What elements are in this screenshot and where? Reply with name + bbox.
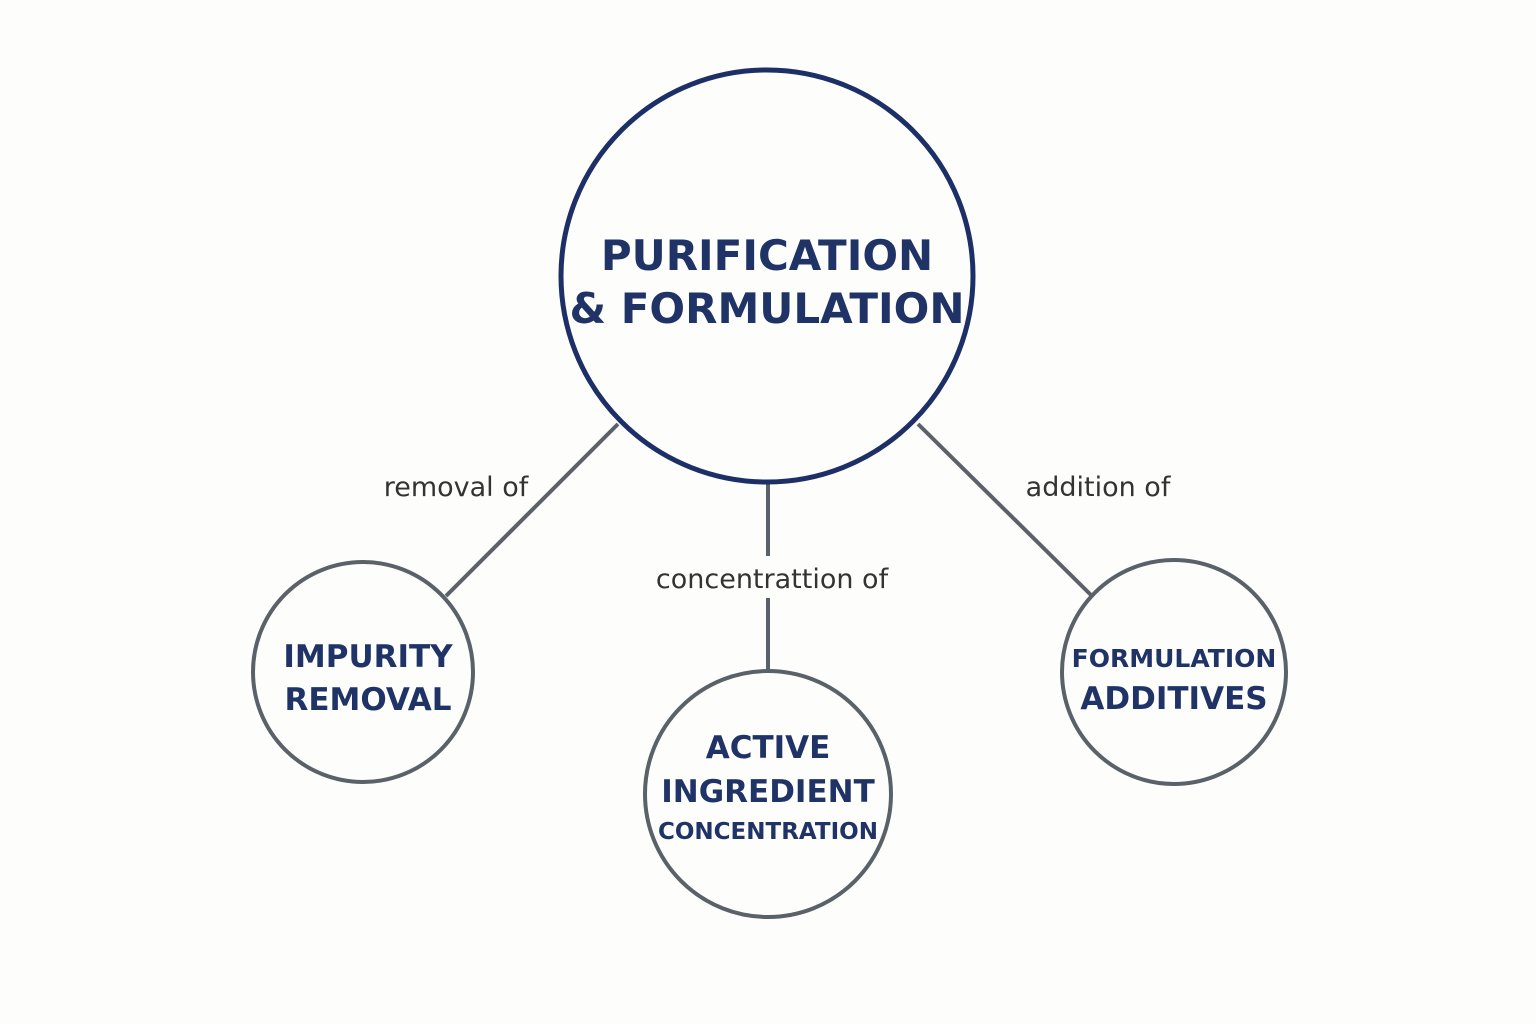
active-line1: ACTIVE [706,730,831,766]
active-ingredient-node [643,669,893,919]
additives-line1: FORMULATION [1072,644,1277,673]
edge-removal [444,422,620,598]
edge-label-removal: removal of [384,472,530,503]
edge-label-concentration: concentrattion of [656,564,890,595]
impurity-line2: REMOVAL [284,682,451,718]
additives-line2: ADDITIVES [1080,681,1267,717]
active-line3: CONCENTRATION [658,819,878,845]
center-node [558,67,976,485]
edge-addition [916,422,1094,598]
formulation-additives-node [1060,558,1288,786]
impurity-line1: IMPURITY [283,639,453,675]
edge-label-addition: addition of [1026,472,1172,503]
active-line2: INGREDIENT [661,774,875,810]
center-title-line2: & FORMULATION [569,284,964,333]
impurity-removal-node [251,560,475,784]
center-title-line1: PURIFICATION [601,231,933,280]
